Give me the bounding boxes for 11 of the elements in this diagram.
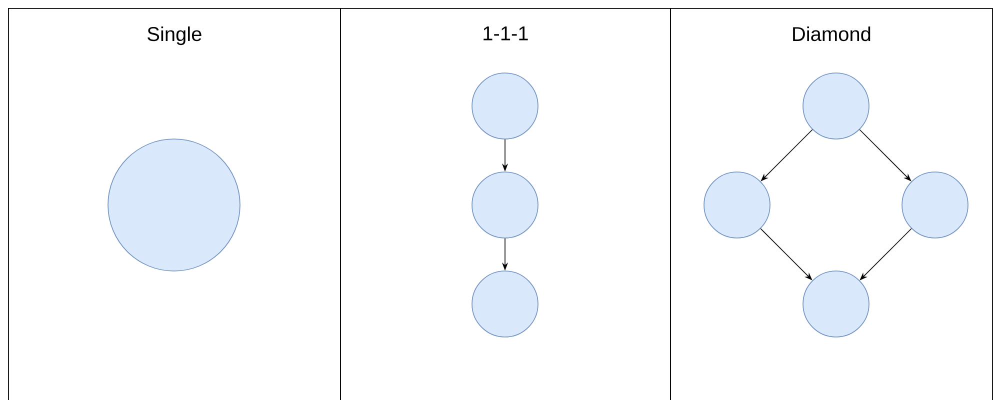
- circle: [472, 270, 538, 338]
- circle: [108, 138, 240, 272]
- panel: Diamond: [670, 8, 993, 400]
- circle: [902, 172, 968, 238]
- circle: [472, 72, 538, 140]
- circle: [472, 172, 538, 238]
- panel: 1-1-1: [340, 8, 671, 400]
- circle: [802, 72, 870, 140]
- circle: [802, 270, 870, 338]
- circle: [704, 172, 770, 238]
- panel: Single: [8, 8, 341, 400]
